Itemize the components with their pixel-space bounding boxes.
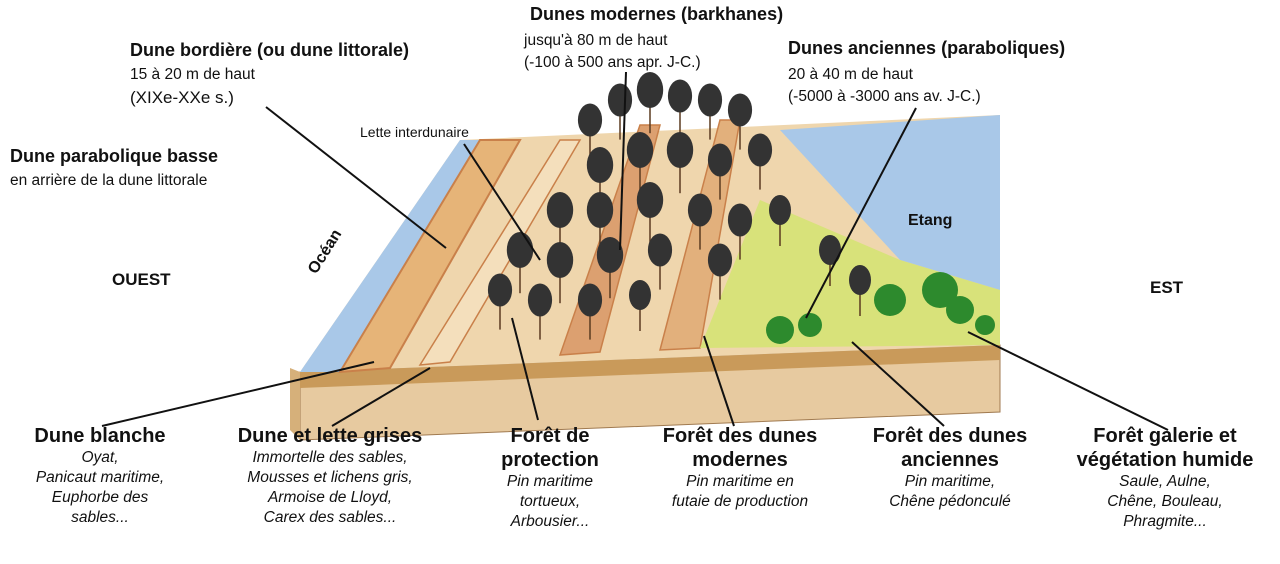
modern-dunes-title: Dunes modernes (barkhanes) bbox=[530, 4, 784, 24]
pine-tree bbox=[667, 79, 693, 136]
pine-tree bbox=[626, 132, 654, 194]
oak-tree bbox=[766, 316, 794, 344]
pine-tree bbox=[629, 280, 651, 331]
pine-tree bbox=[636, 72, 664, 134]
oak-tree bbox=[946, 296, 974, 324]
pine-tree bbox=[546, 242, 574, 304]
block-soil-strip bbox=[300, 345, 1000, 388]
pine-tree bbox=[697, 83, 723, 140]
border-dune-age: (XIXe-XXe s.) bbox=[130, 88, 234, 107]
oak-tree bbox=[874, 284, 906, 316]
border-dune-height: 15 à 20 m de haut bbox=[130, 66, 255, 83]
parabolic-dune-desc: en arrière de la dune littorale bbox=[10, 172, 208, 189]
bottom-label-0: Dune blanche Oyat, Panicaut maritime, Eu… bbox=[34, 425, 166, 526]
pine-tree bbox=[666, 132, 694, 194]
oak-tree bbox=[798, 313, 822, 337]
oak-tree bbox=[975, 315, 995, 335]
parabolic-dune-title: Dune parabolique basse bbox=[10, 146, 219, 166]
etang-label: Etang bbox=[908, 212, 953, 229]
bottom-label-4: Forêt des dunes anciennes Pin maritime, … bbox=[872, 425, 1028, 510]
pine-tree bbox=[727, 203, 753, 260]
ouest-label: OUEST bbox=[112, 270, 171, 289]
pine-tree bbox=[727, 93, 753, 150]
lette-label: Lette interdunaire bbox=[360, 124, 469, 140]
pine-tree bbox=[769, 195, 791, 246]
pine-tree bbox=[487, 273, 513, 330]
pine-tree bbox=[687, 193, 713, 250]
pine-tree bbox=[636, 182, 664, 244]
est-label: EST bbox=[1150, 278, 1184, 297]
oak-tree bbox=[922, 272, 958, 308]
modern-dunes-age: (-100 à 500 ans apr. J-C.) bbox=[524, 54, 701, 71]
ancient-dunes-title: Dunes anciennes (paraboliques) bbox=[788, 38, 1066, 58]
bottom-label-2: Forêt de protection Pin maritime tortueu… bbox=[501, 425, 599, 530]
pine-tree bbox=[577, 103, 603, 160]
ancient-dunes-age: (-5000 à -3000 ans av. J-C.) bbox=[788, 88, 981, 105]
pine-tree bbox=[577, 283, 603, 340]
pine-tree bbox=[707, 143, 733, 200]
pine-tree bbox=[596, 237, 624, 299]
pine-tree bbox=[707, 243, 733, 300]
bottom-label-1: Dune et lette grises Immortelle des sabl… bbox=[237, 425, 423, 526]
modern-dunes-height: jusqu'à 80 m de haut bbox=[524, 32, 668, 49]
pine-tree bbox=[527, 283, 553, 340]
ancient-dunes-height: 20 à 40 m de haut bbox=[788, 66, 913, 83]
bottom-label-3: Forêt des dunes modernes Pin maritime en… bbox=[662, 425, 818, 510]
bottom-label-5: Forêt galerie et végétation humide Saule… bbox=[1076, 425, 1254, 530]
pine-tree bbox=[747, 133, 773, 190]
pine-tree bbox=[647, 233, 673, 290]
pine-tree bbox=[607, 83, 633, 140]
border-dune-title: Dune bordière (ou dune littorale) bbox=[130, 40, 410, 60]
